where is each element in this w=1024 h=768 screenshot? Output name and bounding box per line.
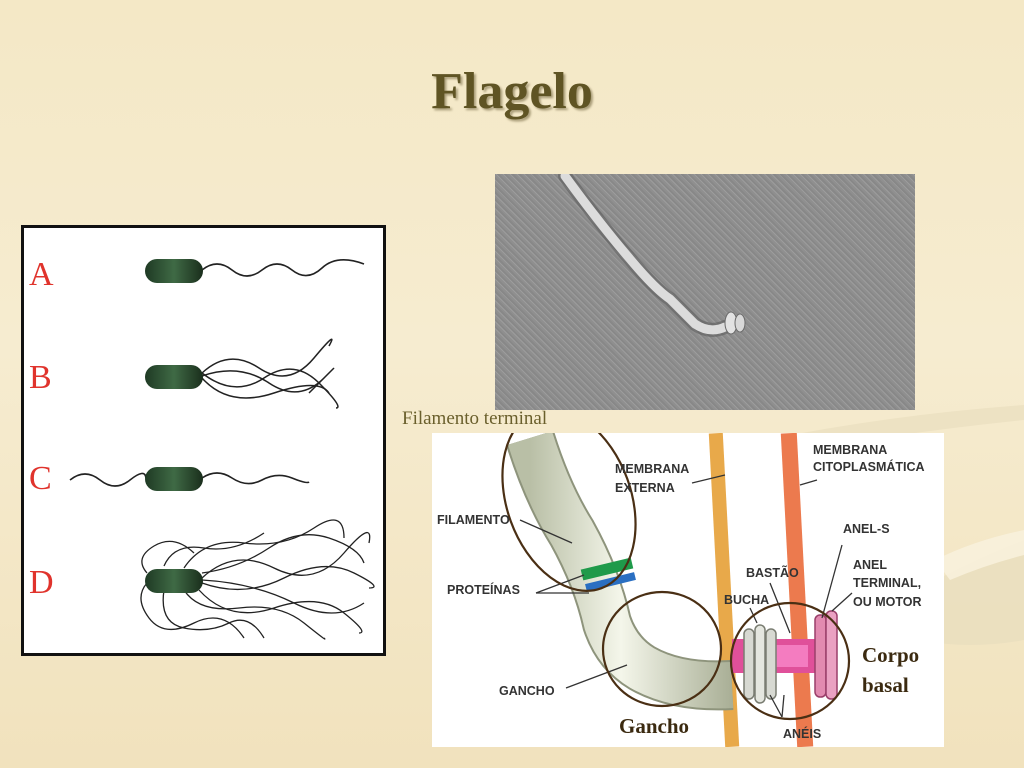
callout-gancho-ring xyxy=(601,590,723,708)
protein-band-blue xyxy=(585,572,636,592)
label-anel-terminal-1: ANEL xyxy=(853,558,888,572)
label-bastao: BASTÃO xyxy=(746,566,799,580)
cytoplasmic-membrane xyxy=(780,433,814,747)
electron-micrograph xyxy=(495,174,915,410)
label-membrana-cito-1: MEMBRANA xyxy=(813,443,888,457)
cell-amphitrichous xyxy=(69,467,310,491)
label-membrana-externa-1: MEMBRANA xyxy=(615,462,690,476)
cell-monotrichous xyxy=(145,259,365,283)
letter-a: A xyxy=(29,256,54,293)
protein-band-green xyxy=(580,557,634,581)
label-gancho: GANCHO xyxy=(499,684,555,698)
callout-filamento-ring xyxy=(501,433,637,592)
label-membrana-externa-2: EXTERNA xyxy=(615,481,675,495)
structure-drawing xyxy=(501,433,853,747)
flagellum-structure-diagram: MEMBRANA EXTERNA MEMBRANA CITOPLASMÁTICA… xyxy=(432,433,944,747)
label-anel-terminal-3: OU MOTOR xyxy=(853,595,922,609)
label-filamento: FILAMENTO xyxy=(437,513,510,527)
callout-corpo: Corpo xyxy=(862,643,920,667)
rings-grey xyxy=(743,624,777,704)
micrograph-flagellum xyxy=(558,174,746,337)
label-anel-terminal-2: TERMINAL, xyxy=(853,576,922,590)
slide-title: Flagelo xyxy=(431,63,593,120)
callout-gancho: Gancho xyxy=(619,714,690,738)
callout-corpo-ring xyxy=(729,601,851,721)
caption-filamento-terminal: Filamento terminal xyxy=(402,408,548,429)
label-anel-s: ANEL-S xyxy=(843,522,890,536)
letter-d: D xyxy=(29,564,54,601)
cell-lophotrichous xyxy=(145,338,339,409)
flagella-arrangement-panel: A B C D xyxy=(21,225,386,656)
letter-b: B xyxy=(29,359,52,396)
label-proteinas: PROTEÍNAS xyxy=(447,583,520,597)
letter-c: C xyxy=(29,460,52,497)
rings-pink xyxy=(814,610,838,700)
label-bucha: BUCHA xyxy=(724,593,770,607)
flagella-drawings xyxy=(69,259,375,640)
callout-basal: basal xyxy=(862,673,909,697)
label-aneis: ANÉIS xyxy=(783,727,822,741)
label-membrana-cito-2: CITOPLASMÁTICA xyxy=(813,460,925,474)
cell-peritrichous xyxy=(140,519,375,640)
